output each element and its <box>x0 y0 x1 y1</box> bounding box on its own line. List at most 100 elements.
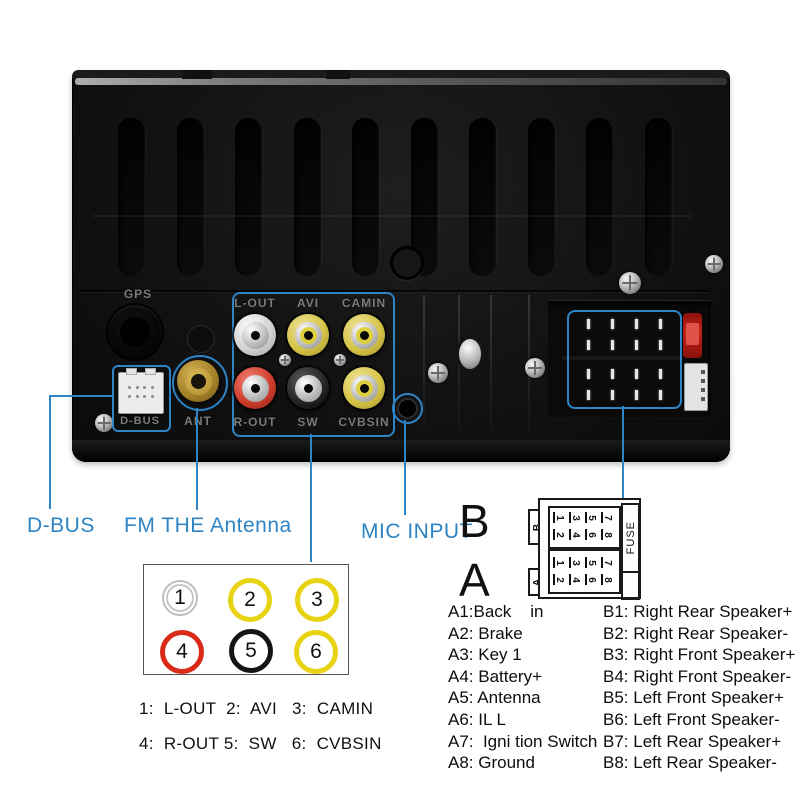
pinout-row: B2: Right Rear Speaker- <box>603 623 789 643</box>
dbus-highlight-box <box>112 365 171 432</box>
screw-icon <box>95 414 113 432</box>
device-top-highlight <box>75 78 727 85</box>
rca-jack-avi <box>287 314 329 356</box>
iso-connector-block <box>548 300 711 419</box>
pinout-row: B7: Left Rear Speaker+ <box>603 731 782 751</box>
blade-fuse <box>683 313 702 358</box>
pinout-row: A8: Ground <box>448 753 535 773</box>
small-white-connector <box>684 363 708 411</box>
panel-ridge <box>490 295 492 430</box>
avi-label: AVI <box>296 296 320 310</box>
mic-highlight-ring <box>392 393 423 424</box>
pinout-row: A4: Battery+ <box>448 666 543 686</box>
key-circle-2: 2 <box>228 578 272 622</box>
pinout-row: A3: Key 1 <box>448 645 522 665</box>
r-out-label: R-OUT <box>233 415 277 429</box>
rca-key-callout-line <box>310 434 312 562</box>
gps-antenna-port <box>108 305 162 359</box>
vent-slot <box>586 118 613 276</box>
iso-diagram-housing: 1 3 5 7 2 4 6 8 1 3 5 7 2 4 6 8 FUSE <box>538 498 641 600</box>
dbus-engraved-label: D-BUS <box>120 415 160 427</box>
device-top-edge <box>72 70 730 78</box>
fuse-slot: FUSE <box>621 503 640 573</box>
device-bottom-bevel <box>72 440 730 462</box>
pinout-row: B1: Right Rear Speaker+ <box>603 602 793 621</box>
pinout-row: A7: Igni tion Switch <box>448 731 598 751</box>
screw-icon <box>334 354 346 366</box>
pinout-row: A5: Antenna <box>448 688 541 708</box>
fuse-slot-lower <box>621 571 640 600</box>
rca-jack-l-out <box>234 314 276 356</box>
sw-label: SW <box>297 415 319 429</box>
rca-jack-sw <box>287 367 329 409</box>
iso-pin-row <box>587 369 662 379</box>
fm-antenna-jack <box>177 360 219 402</box>
pin-block-a: 1 3 5 7 2 4 6 8 <box>548 549 621 594</box>
vent-slot <box>118 118 145 276</box>
iso-highlight-box <box>567 310 682 409</box>
rca-key-legend-line2: 4: R-OUT 5: SW 6: CVBSIN <box>139 734 382 753</box>
screw-icon <box>428 363 448 383</box>
antenna-callout-label: FM THE Antenna <box>124 514 292 537</box>
panel-zone-divider <box>80 290 710 292</box>
panel-ridge <box>458 295 460 430</box>
pin-grid-b: 1 3 5 7 2 4 6 8 <box>553 509 617 543</box>
dbus-connector <box>118 368 164 414</box>
panel-ridge <box>423 295 425 430</box>
rca-highlight-box <box>232 292 395 437</box>
top-notch <box>326 70 350 79</box>
pinout-row: A2: Brake <box>448 623 523 643</box>
rca-jack-camin <box>343 314 385 356</box>
head-unit-rear-panel: GPS D-BUS ANT L-OUT AVI CAMIN <box>72 70 730 462</box>
rca-key-box: 1 2 3 4 5 6 <box>143 564 349 675</box>
iso-pin-row <box>587 390 662 400</box>
l-out-label: L-OUT <box>234 296 276 310</box>
pin-grid-a: 1 3 5 7 2 4 6 8 <box>553 554 617 588</box>
connector-tab <box>145 368 156 375</box>
iso-pin-row <box>587 340 662 350</box>
pinout-list-a: A1:Back in A2: Brake A3: Key 1 A4: Batte… <box>448 601 597 774</box>
ant-engraved-label: ANT <box>181 414 215 428</box>
mic-callout-label: MIC INPUT <box>361 520 473 543</box>
panel-crease <box>92 215 692 217</box>
blank-port-circle <box>187 325 215 353</box>
iso-pin-row <box>587 319 662 329</box>
rca-jack-cvbsin <box>343 367 385 409</box>
vent-slot <box>528 118 555 276</box>
screw-icon <box>279 354 291 366</box>
pinout-row: B3: Right Front Speaker+ <box>603 645 796 665</box>
vent-slot <box>352 118 379 276</box>
key-circle-5: 5 <box>229 629 273 673</box>
antenna-jack-ring <box>184 367 212 395</box>
vent-slot <box>235 118 262 276</box>
connector-a-letter: A <box>459 554 490 606</box>
pin-block-b: 1 3 5 7 2 4 6 8 <box>548 506 621 549</box>
vent-slot <box>177 118 204 276</box>
key-circle-1: 1 <box>162 580 198 616</box>
dbus-callout-line <box>49 395 51 509</box>
pinout-row: B4: Right Front Speaker- <box>603 666 792 686</box>
screw-icon <box>525 358 545 378</box>
pinout-row: B8: Left Rear Speaker- <box>603 753 777 773</box>
rca-key-legend-line1: 1: L-OUT 2: AVI 3: CAMIN <box>139 699 374 718</box>
reset-button <box>459 339 481 369</box>
top-notch <box>182 70 212 79</box>
mic-callout-line <box>404 420 406 515</box>
recessed-hole <box>390 246 424 280</box>
pinout-row: A6: IL L <box>448 709 506 729</box>
pinout-row: A1:Back in <box>448 602 544 621</box>
vent-slot <box>294 118 321 276</box>
dbus-callout-line <box>49 395 112 397</box>
connector-tab <box>126 368 137 375</box>
vent-slot <box>645 118 672 276</box>
connector-b-letter: B <box>459 495 490 547</box>
gps-port-hole <box>120 317 150 347</box>
gps-port-label: GPS <box>123 287 153 301</box>
dbus-callout-label: D-BUS <box>27 514 95 537</box>
vent-slot <box>469 118 496 276</box>
pinout-row: B6: Left Front Speaker- <box>603 709 780 729</box>
pinout-row: B5: Left Front Speaker+ <box>603 688 784 708</box>
key-circle-3: 3 <box>295 578 339 622</box>
cvbsin-label: CVBSIN <box>338 415 390 429</box>
